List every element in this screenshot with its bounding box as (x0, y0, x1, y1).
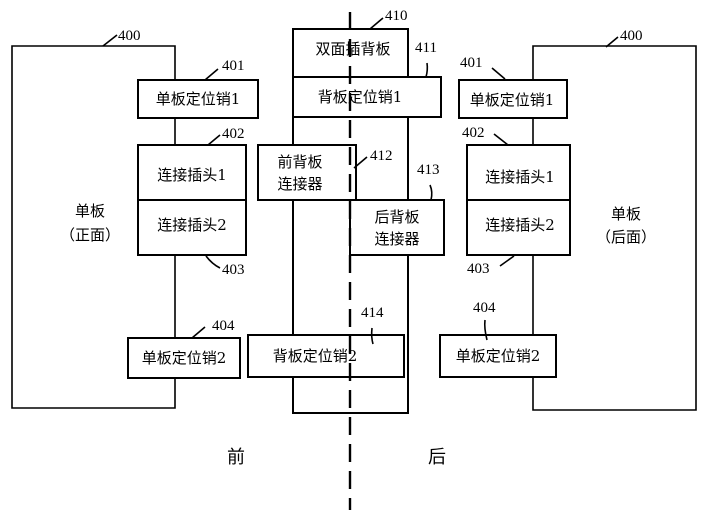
front-pin2-leader (192, 327, 205, 338)
rear-connector2-leader (500, 256, 514, 266)
front-pin1-leader (205, 69, 218, 80)
rear-pin1-leader (492, 68, 505, 79)
rear-backplane-connector-leader (430, 185, 432, 200)
rear-board-subtitle: （后面） (596, 228, 656, 246)
front-backplane-connector-line2: 连接器 (277, 175, 322, 193)
front-board-subtitle: （正面） (60, 226, 120, 244)
front-board-title: 单板 (75, 202, 105, 220)
front-pin2-label: 单板定位销2 (142, 349, 227, 367)
rear-connector1-ref: 402 (462, 125, 485, 141)
rear-side-label: 后 (428, 447, 446, 468)
rear-backplane-connector-ref: 413 (417, 162, 440, 178)
backplane-label: 双面插背板 (315, 40, 390, 58)
rear-board-ref: 400 (620, 28, 643, 44)
front-connector1-ref: 402 (222, 126, 245, 142)
front-pin1-label: 单板定位销1 (156, 90, 241, 108)
backplane-ref: 410 (385, 8, 408, 24)
front-connector2-ref: 403 (222, 262, 245, 278)
front-backplane-connector-line1: 前背板 (277, 153, 322, 171)
rear-connector1-leader (494, 134, 508, 145)
rear-connector2-ref: 403 (467, 261, 490, 277)
backplane-pin1-ref: 411 (415, 40, 437, 56)
backplane-pin1-leader (426, 63, 427, 77)
front-pin2-ref: 404 (212, 318, 235, 334)
front-connector1-label: 连接插头1 (157, 166, 227, 184)
rear-pin1-label: 单板定位销1 (470, 91, 555, 109)
front-connector1-leader (208, 135, 220, 145)
backplane-pin1-label: 背板定位销1 (318, 88, 403, 106)
backplane-leader (370, 18, 383, 29)
backplane-pin2-label: 背板定位销2 (273, 347, 358, 365)
front-backplane-connector-ref: 412 (370, 148, 393, 164)
rear-connector2-label: 连接插头2 (485, 216, 555, 234)
front-side-label: 前 (227, 447, 245, 468)
rear-pin1-ref: 401 (460, 55, 483, 71)
front-board-ref: 400 (118, 28, 141, 44)
backplane-pin2-ref: 414 (361, 305, 384, 321)
front-connector2-label: 连接插头2 (157, 216, 227, 234)
rear-pin2-ref: 404 (473, 300, 496, 316)
rear-backplane-connector-line1: 后背板 (374, 208, 419, 226)
front-connector2-leader (206, 256, 220, 268)
front-board-leader (103, 35, 117, 46)
front-pin1-ref: 401 (222, 58, 245, 74)
rear-board-title: 单板 (611, 205, 641, 223)
rear-connector1-label: 连接插头1 (485, 168, 555, 186)
rear-pin2-label: 单板定位销2 (456, 347, 541, 365)
rear-backplane-connector-line2: 连接器 (374, 230, 419, 248)
